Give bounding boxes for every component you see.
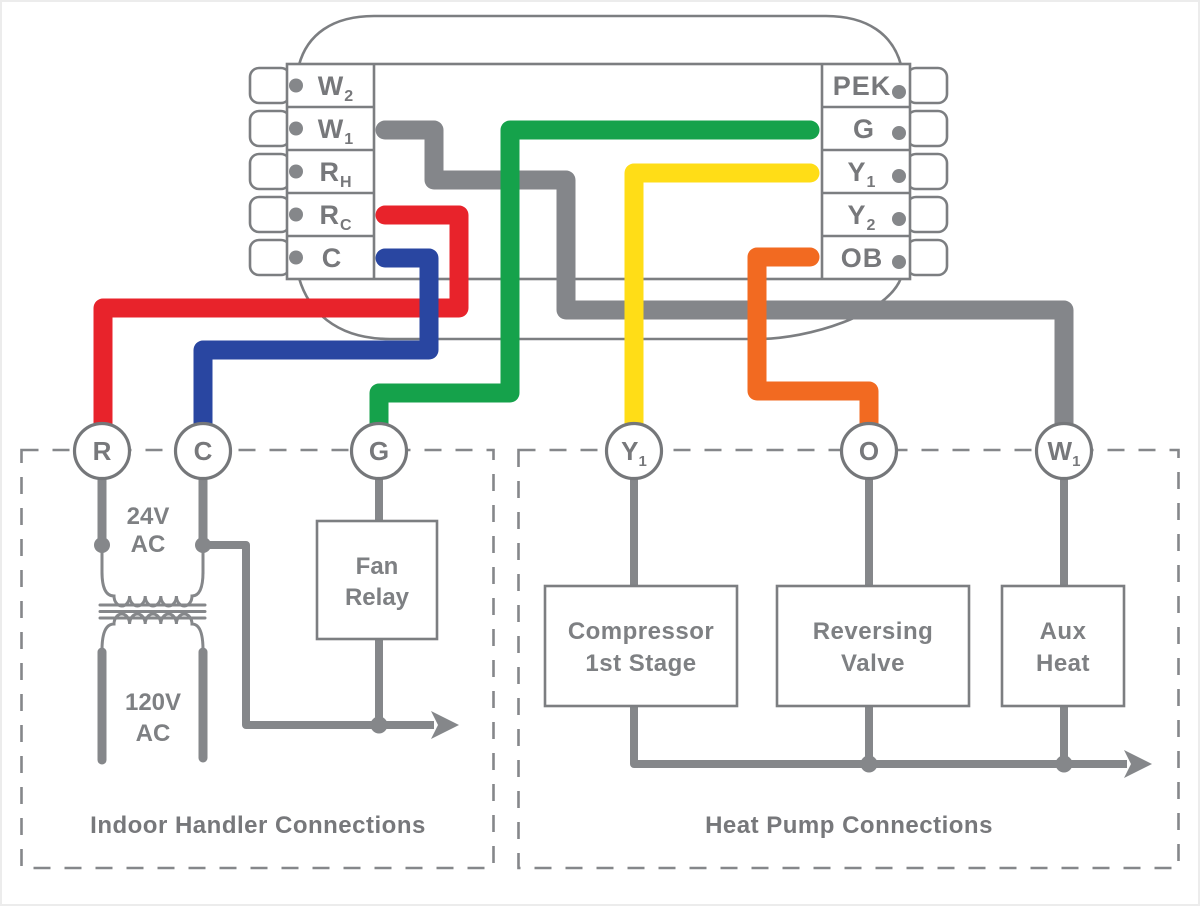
right-terminal-tabs [905,66,949,277]
terminal-label-g: G [853,114,875,144]
junction-dot [1055,755,1073,773]
indoor-handler-dashed-box [20,448,495,870]
aux-heat-label-line2: Heat [1036,650,1090,677]
terminal-label-y1: Y1 [848,157,877,191]
terminal-tab [905,109,949,148]
common-wire-to-arrow [203,541,434,729]
indoor-circuit [94,471,459,765]
primary-voltage-line2: AC [131,531,166,558]
aux-heat-box [1000,584,1126,708]
fan-relay-label-line2: Relay [345,584,410,611]
screw-dot [892,255,906,269]
left-row-dividers [287,105,374,238]
junction-dot [860,755,878,773]
fan-relay-box [315,519,439,641]
terminal-circle-r [72,421,132,481]
terminal-label-c: C [322,243,343,273]
terminal-label-rc: RC [319,200,352,234]
terminal-tab [248,66,292,105]
screw-dot [892,85,906,99]
gray-wire-w1-to-w1 [375,120,1074,448]
secondary-voltage-line2: AC [136,720,171,747]
arrow-right-icon [431,711,459,739]
blue-wire-c-to-c [193,248,439,448]
thermostat-wires [93,120,1074,448]
terminal-circle-y1 [604,421,664,481]
terminal-tab [905,66,949,105]
primary-voltage-line1: 24V [127,503,170,530]
junction-dot [195,537,211,553]
arrow-right-icon [1124,750,1152,778]
terminal-circle-o [839,421,899,481]
right-row-dividers [822,105,910,238]
left-terminal-tabs [248,66,292,277]
heat-pump-bus-wire [630,705,1127,768]
terminal-tab [905,195,949,234]
terminal-tab [248,152,292,191]
transformer-secondary-coil [100,612,205,652]
green-wire-g-to-g [369,120,820,448]
terminal-circle-g-label: G [369,436,389,466]
junction-dot [94,537,110,553]
right-terminal-labels: PEK G Y1 Y2 OB [833,71,892,273]
screw-dot [892,212,906,226]
reversing-valve-box [775,584,971,708]
transformer-core [98,603,207,620]
transformer-primary-coil [100,570,205,608]
terminal-tab [248,109,292,148]
compressor-box [543,584,739,708]
screw-dot [289,78,303,93]
screw-dot [892,126,906,140]
terminal-tab [248,238,292,277]
terminal-circle-r-label: R [93,436,112,466]
terminal-label-w2: W2 [318,71,354,105]
terminal-circle-c [173,421,233,481]
terminal-screws [289,78,906,269]
terminal-circle-w1 [1034,421,1094,481]
terminal-circle-y1-label: Y1 [621,436,647,470]
compressor-label-line2: 1st Stage [585,650,696,677]
aux-heat-label-line1: Aux [1040,618,1087,645]
terminal-label-w1: W1 [318,114,354,148]
screw-dot [289,207,303,222]
yellow-wire-y1-to-y1 [624,163,820,448]
terminal-circle-w1-label: W1 [1048,436,1081,470]
thermostat-top-arc [297,14,903,66]
terminal-circle-g [349,421,409,481]
screw-dot [289,121,303,136]
terminal-tab [905,238,949,277]
fan-relay-label-line1: Fan [356,553,399,580]
left-terminal-labels: W2 W1 RH RC C [318,71,354,273]
junction-dot [370,716,388,734]
transformer [97,543,208,765]
terminal-label-ob: OB [841,243,884,273]
reversing-valve-label-line1: Reversing [813,618,934,645]
terminal-tab [248,195,292,234]
terminal-strip-inner-edges [372,64,824,279]
terminal-circle-o-label: O [859,436,879,466]
screw-dot [289,164,303,179]
orange-wire-ob-to-o [747,247,879,448]
terminal-circle-c-label: C [194,436,213,466]
indoor-handler-title: Indoor Handler Connections [90,812,426,839]
terminal-strip: W2 W1 RH RC C PEK G Y1 Y2 OB [248,62,949,281]
terminal-label-rh: RH [319,157,352,191]
terminal-label-pek: PEK [833,71,892,101]
reversing-valve-label-line2: Valve [841,650,905,677]
screw-dot [289,250,303,265]
red-wire-rc-to-r [93,205,469,448]
heat-pump-circuit [630,478,1152,778]
compressor-label-line1: Compressor [568,618,714,645]
screw-dot [892,169,906,183]
field-terminals: R C G Y1 O W1 [72,421,1094,481]
heat-pump-title: Heat Pump Connections [705,812,993,839]
secondary-voltage-line1: 120V [125,689,181,716]
heat-pump-dashed-box [517,448,1180,870]
terminal-tab [905,152,949,191]
terminal-label-y2: Y2 [848,200,877,234]
components: Fan Relay Compressor 1st Stage Reversing… [315,519,1126,708]
